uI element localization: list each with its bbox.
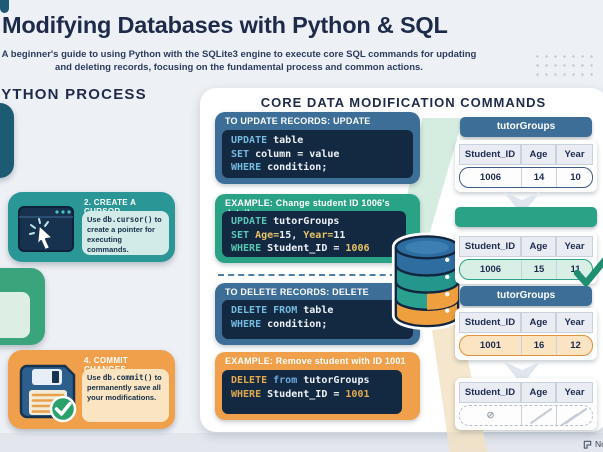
code-line: UPDATE table bbox=[231, 135, 304, 146]
table-data-cell: 1001 bbox=[460, 336, 522, 355]
deleted-row-symbol: ⊘ bbox=[460, 406, 522, 425]
table-header-cell: Age bbox=[521, 312, 556, 333]
update-example-block: EXAMPLE: Change student ID 1006's detail… bbox=[215, 194, 420, 263]
success-check-icon bbox=[573, 257, 603, 287]
table-header-cell: Student_ID bbox=[459, 312, 521, 333]
delete-syntax-code: DELETE FROM table WHERE condition; bbox=[222, 300, 413, 339]
table-data-cell: 11 bbox=[570, 264, 581, 275]
process-card-commit-changes: 4. COMMIT CHANGES Use db.commit() to per… bbox=[8, 350, 175, 429]
dot-grid-decoration bbox=[533, 52, 599, 78]
process-card-2-description: Use db.cursor() to create a pointer for … bbox=[82, 211, 169, 255]
table-data-row-updated: 1006 15 11 bbox=[459, 259, 593, 280]
delete-example-code: DELETE from tutorGroups WHERE Student_ID… bbox=[222, 370, 402, 414]
table-title-before-update: tutorGroups bbox=[460, 117, 592, 137]
code-line: WHERE Student_ID = 1001 bbox=[231, 388, 370, 400]
update-syntax-block: TO UPDATE RECORDS: UPDATE UPDATE table S… bbox=[215, 112, 420, 184]
desc-code: db.commit() bbox=[102, 373, 153, 382]
code-line: WHERE Student_ID = 1006 bbox=[231, 243, 370, 254]
delete-example-block: EXAMPLE: Remove student with ID 1001 DEL… bbox=[215, 352, 420, 420]
watermark: Noteb bbox=[583, 439, 603, 449]
table-header-row: Student_ID Age Year bbox=[459, 144, 593, 165]
update-syntax-header: TO UPDATE RECORDS: UPDATE bbox=[225, 116, 371, 126]
table-header-row: Student_ID Age Year bbox=[459, 382, 593, 403]
table-header-cell: Student_ID bbox=[459, 382, 521, 403]
delete-syntax-block: TO DELETE RECORDS: DELETE DELETE FROM ta… bbox=[215, 283, 420, 345]
slash-mark bbox=[560, 413, 578, 425]
desc-text: to create a pointer for executing comman… bbox=[87, 215, 162, 254]
table-data-cell: 15 bbox=[522, 260, 557, 279]
table-title-before-delete: tutorGroups bbox=[460, 286, 592, 306]
notebooklm-logo-icon bbox=[583, 440, 592, 449]
delete-example-header: EXAMPLE: Remove student with ID 1001 bbox=[225, 356, 406, 366]
code-line: UPDATE tutorGroups bbox=[231, 216, 340, 227]
floppy-disk-icon bbox=[19, 364, 77, 423]
process-heading: PYTHON PROCESS bbox=[0, 86, 147, 103]
table-header-cell: Age bbox=[521, 382, 556, 403]
table-data-row-deleted: ⊘ bbox=[459, 405, 593, 426]
process-card-1-fragment bbox=[0, 103, 14, 178]
table-data-cell: 1006 bbox=[460, 168, 522, 187]
update-example-code: UPDATE tutorGroups SET Age=15, Year=11 W… bbox=[222, 211, 406, 257]
code-line: SET column = value bbox=[231, 148, 340, 160]
process-card-4-description: Use db.commit() to permanently save all … bbox=[82, 369, 169, 422]
cursor-window-icon bbox=[18, 206, 74, 252]
code-line: WHERE condition; bbox=[231, 162, 328, 173]
table-data-cell: 1006 bbox=[460, 260, 522, 279]
fragment-text: . bbox=[0, 306, 25, 316]
table-header-cell: Age bbox=[521, 236, 556, 257]
page-title: Modifying Databases with Python & SQL bbox=[2, 12, 448, 38]
commands-heading: CORE DATA MODIFICATION COMMANDS bbox=[260, 95, 547, 110]
table-data-cell: 12 bbox=[570, 340, 581, 351]
table-header-row: Student_ID Age Year bbox=[459, 312, 593, 333]
corner-decoration bbox=[0, 0, 9, 13]
table-after-update: Student_ID Age Year 1006 15 11 bbox=[455, 232, 597, 284]
update-syntax-code: UPDATE table SET column = value WHERE co… bbox=[222, 130, 413, 178]
table-header-cell: Year bbox=[556, 236, 593, 257]
table-header-cell: Age bbox=[521, 144, 556, 165]
code-line: WHERE condition; bbox=[231, 318, 328, 330]
deleted-cell bbox=[557, 406, 592, 425]
desc-text: to permanently save all your modificatio… bbox=[87, 373, 162, 402]
slash-mark bbox=[529, 407, 553, 424]
table-header-cell: Student_ID bbox=[459, 144, 521, 165]
table-data-cell: 16 bbox=[522, 336, 557, 355]
subtitle-line2: and deleting records, focusing on the fu… bbox=[55, 62, 423, 74]
process-card-create-cursor: 2. CREATE A CURSOR Use db.cursor() to cr… bbox=[8, 192, 175, 262]
deleted-cell bbox=[522, 406, 557, 425]
fragment-text: g bbox=[0, 296, 25, 306]
table-after-delete: Student_ID Age Year ⊘ bbox=[455, 378, 597, 430]
table-data-cell: 10 bbox=[570, 172, 581, 183]
desc-code: db.cursor() bbox=[102, 215, 153, 224]
delete-syntax-header: TO DELETE RECORDS: DELETE bbox=[225, 287, 369, 297]
table-data-row-target: 1001 16 12 bbox=[459, 335, 593, 356]
desc-text: Use bbox=[87, 215, 103, 224]
watermark-text: Noteb bbox=[595, 439, 603, 449]
code-line: DELETE from tutorGroups bbox=[231, 375, 370, 386]
table-title-after-update bbox=[455, 207, 597, 227]
table-header-row: Student_ID Age Year bbox=[459, 236, 593, 257]
process-card-3-description-fragment: g . bbox=[0, 292, 30, 338]
process-card-3-fragment: g . bbox=[0, 268, 45, 345]
table-before-delete: Student_ID Age Year 1001 16 12 bbox=[455, 308, 597, 360]
dashed-divider bbox=[218, 274, 416, 276]
desc-text: Use bbox=[87, 373, 103, 382]
table-header-cell: Year bbox=[556, 382, 593, 403]
code-line: SET Age=15, Year=11 bbox=[231, 229, 346, 241]
table-data-row: 1006 14 10 bbox=[459, 167, 593, 188]
core-commands-panel: CORE DATA MODIFICATION COMMANDS TO UPDAT… bbox=[200, 88, 603, 452]
subtitle-line1: A beginner's guide to using Python with … bbox=[1, 49, 477, 60]
table-header-cell: Year bbox=[556, 312, 593, 333]
bottom-strip bbox=[0, 433, 603, 452]
page-subtitle: A beginner's guide to using Python with … bbox=[0, 48, 478, 75]
code-line: DELETE FROM table bbox=[231, 305, 334, 316]
table-header-cell: Student_ID bbox=[459, 236, 521, 257]
table-data-cell: 14 bbox=[522, 168, 557, 187]
table-before-update: Student_ID Age Year 1006 14 10 bbox=[455, 140, 597, 192]
table-header-cell: Year bbox=[556, 144, 593, 165]
